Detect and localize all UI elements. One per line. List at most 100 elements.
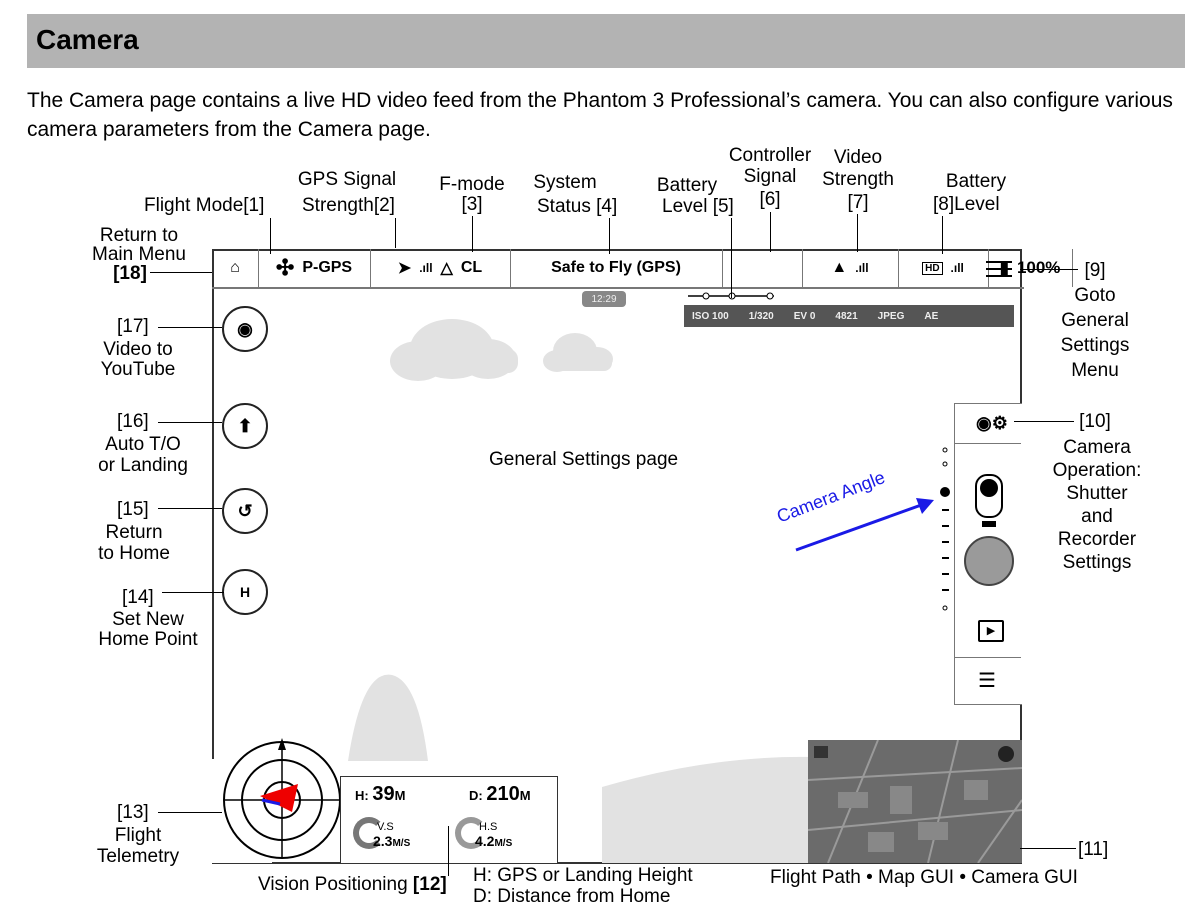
leader-line: [1020, 848, 1076, 849]
home-point-icon: H: [239, 584, 251, 600]
label-yt-2: YouTube: [100, 359, 176, 380]
fmode-icon: △: [440, 260, 453, 277]
leader-line: [158, 812, 222, 813]
label-return-2: Main Menu: [92, 244, 186, 265]
label-to-1: Auto T/O: [105, 434, 181, 455]
home-point-button[interactable]: H: [222, 569, 268, 615]
controller-signal[interactable]: ▲.ıll: [802, 249, 899, 287]
controller-icon: ▲: [831, 259, 848, 276]
label-map-num: [11]: [1078, 839, 1109, 860]
label-h-desc: H: GPS or Landing Height: [473, 865, 693, 886]
height-readout: H: 39M: [355, 783, 406, 805]
label-cam-5: Recorder: [1057, 529, 1137, 550]
shutter-value: 1/320: [748, 310, 774, 322]
label-goto-4: Menu: [1071, 360, 1119, 381]
leader-line: [270, 218, 271, 254]
distance-readout: D: 210M: [469, 783, 531, 805]
label-gps-1: GPS Signal: [297, 169, 397, 190]
ae-lock: AE: [924, 310, 939, 322]
label-goto-2: General: [1061, 310, 1129, 331]
leader-line: [1020, 269, 1078, 270]
label-tele-2: Telemetry: [96, 846, 180, 867]
panel-divider: [954, 657, 1021, 658]
label-bat-2: Level [5]: [662, 196, 734, 217]
label-map: Flight Path • Map GUI • Camera GUI: [770, 867, 1078, 888]
battery-text: 100%: [1016, 258, 1061, 277]
vs-readout: 2.3M/S: [373, 833, 411, 849]
label-yt-num: [17]: [117, 316, 149, 337]
label-vid-2: Strength: [822, 169, 894, 190]
label-home-1: Set New: [112, 609, 184, 630]
home-icon: ⌂: [230, 259, 240, 276]
label-yt-1: Video to: [103, 339, 173, 360]
label-tele-1: Flight: [114, 825, 162, 846]
label-vid-num: [7]: [847, 192, 869, 213]
auto-takeoff-button[interactable]: ⬆: [222, 403, 268, 449]
main-menu-button[interactable]: ⌂: [212, 249, 259, 287]
battery-indicator[interactable]: ▮ 100%: [988, 249, 1073, 287]
camera-settings-icon[interactable]: ◉⚙: [976, 413, 1008, 433]
label-goto-1: Goto: [1074, 285, 1116, 306]
hs-gauge: [455, 817, 487, 849]
label-cam-num: [10]: [1079, 411, 1111, 432]
battery-scale: [688, 292, 774, 300]
photo-video-toggle[interactable]: [975, 474, 1003, 518]
shutter-icon[interactable]: [964, 536, 1014, 586]
label-fmode-num: [3]: [461, 194, 483, 215]
label-rth-num: [15]: [117, 499, 149, 520]
leader-line: [158, 327, 222, 328]
leader-line: [1014, 421, 1074, 422]
general-settings-text: General Settings page: [489, 449, 679, 470]
label-goto-num: [9]: [1084, 260, 1106, 281]
leader-line: [609, 218, 610, 254]
label-rth-1: Return: [105, 522, 163, 543]
menu-icon[interactable]: [986, 258, 1012, 280]
label-home-2: Home Point: [98, 629, 198, 650]
label-gps-2: Strength[2]: [302, 195, 395, 216]
compass-icon: [223, 738, 341, 859]
intro-text: The Camera page contains a live HD video…: [27, 89, 1173, 141]
panel-divider: [954, 443, 1021, 444]
label-fmode: F-mode: [439, 174, 505, 195]
flight-mode-indicator[interactable]: ✣ P-GPS: [258, 249, 371, 287]
label-return-1: Return to: [99, 225, 179, 246]
leader-line: [942, 216, 943, 254]
label-bat8-1: Battery: [945, 171, 1007, 192]
label-sys-1: System: [533, 172, 597, 193]
youtube-button[interactable]: ◉: [222, 306, 268, 352]
photo-count: 4821: [835, 310, 858, 322]
vs-gauge: [353, 817, 385, 849]
return-home-icon: ↺: [237, 500, 253, 521]
sliders-icon[interactable]: ☰: [978, 670, 996, 692]
label-to-num: [16]: [117, 411, 149, 432]
label-bat-1: Battery: [656, 175, 718, 196]
gimbal-scale: [940, 447, 950, 611]
label-cam-6: Settings: [1062, 552, 1132, 573]
label-vision: Vision Positioning [12]: [258, 874, 447, 895]
label-ctrl-2: Signal: [743, 166, 797, 187]
leader-line: [731, 218, 732, 298]
battery-level-bar[interactable]: [722, 249, 803, 287]
gps-fmode-indicator[interactable]: ➤ .ıll △ CL: [370, 249, 511, 287]
section-header: [27, 14, 1185, 68]
leader-line: [472, 216, 473, 252]
camera-angle-arrow: [795, 498, 934, 552]
label-d-desc: D: Distance from Home: [473, 886, 671, 907]
return-home-button[interactable]: ↺: [222, 488, 268, 534]
hs-label: H.S: [479, 821, 498, 833]
mode-indicator: [982, 521, 996, 527]
map-icon[interactable]: [808, 740, 1022, 863]
system-status[interactable]: Safe to Fly (GPS): [510, 249, 723, 287]
leader-line: [158, 508, 222, 509]
system-status-text: Safe to Fly (GPS): [551, 259, 681, 276]
label-rth-2: to Home: [98, 543, 170, 564]
hd-icon: HD: [922, 261, 943, 275]
satellite-icon: ➤: [397, 260, 412, 277]
format-value: JPEG: [877, 310, 905, 322]
label-vid-1: Video: [833, 147, 883, 168]
camera-params-strip[interactable]: ISO 100 1/320 EV 0 4821 JPEG AE: [684, 305, 1014, 327]
label-flight-mode: Flight Mode[1]: [144, 195, 265, 216]
signal-bars-icon: .ıll: [950, 261, 964, 275]
battery-icon: ▮: [1000, 258, 1009, 278]
play-icon[interactable]: ▶: [978, 620, 1004, 642]
